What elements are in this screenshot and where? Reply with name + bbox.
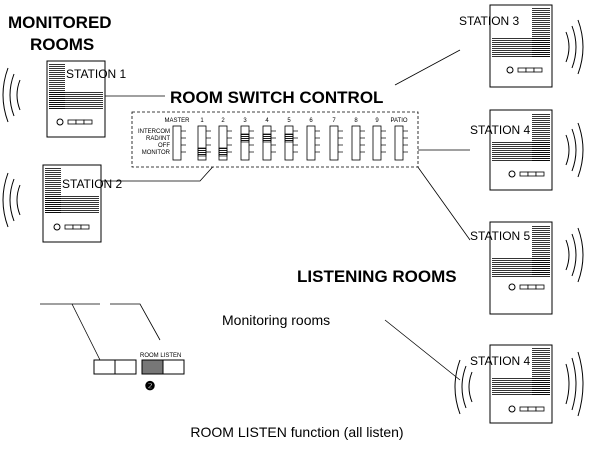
station-button[interactable] — [519, 284, 529, 290]
switch-handle[interactable] — [240, 133, 250, 143]
knob-icon — [508, 283, 516, 291]
room-switch-slider[interactable] — [351, 125, 361, 161]
room-switch-slider[interactable] — [240, 125, 250, 161]
switch-column-label: PATIO — [390, 118, 407, 124]
station-button[interactable] — [519, 406, 529, 412]
station-button[interactable] — [67, 119, 77, 125]
station-4-lower: STATION 4 — [454, 344, 584, 424]
station-button[interactable] — [72, 224, 82, 230]
sound-waves-icon — [2, 67, 21, 123]
button-blank-left-2[interactable] — [114, 359, 137, 375]
switch-column-label: 4 — [265, 118, 269, 124]
station-3: STATION 3 — [459, 4, 584, 88]
switch-column-label: 5 — [287, 118, 291, 124]
room-switch-slider[interactable] — [284, 125, 294, 161]
switch-handle[interactable] — [284, 133, 294, 143]
station-button[interactable] — [525, 67, 535, 73]
switch-handle[interactable] — [218, 147, 228, 157]
room-switch-slider[interactable] — [262, 125, 272, 161]
switch-column-label: 8 — [354, 118, 358, 124]
station-button[interactable] — [64, 224, 74, 230]
sound-waves-icon — [454, 351, 584, 417]
button-blank-right[interactable] — [162, 359, 185, 375]
station-button[interactable] — [535, 284, 545, 290]
switch-column-label: 7 — [332, 118, 336, 124]
station-label: STATION 5 — [470, 229, 531, 243]
room-listen-button-panel: ROOM LISTEN ❷ — [93, 353, 185, 393]
station-label: STATION 3 — [459, 14, 520, 28]
station-button[interactable] — [83, 119, 93, 125]
room-switch-control-heading: ROOM SWITCH CONTROL — [170, 88, 383, 107]
station-label: STATION 4 — [470, 123, 531, 137]
switch-column-label: 1 — [200, 118, 204, 124]
sound-waves-icon — [565, 122, 584, 178]
switch-column-label: 3 — [243, 118, 247, 124]
switch-handle[interactable] — [262, 133, 272, 143]
station-button[interactable] — [80, 224, 90, 230]
station-button[interactable] — [527, 406, 537, 412]
room-switch-slider[interactable] — [372, 125, 382, 161]
sound-waves-icon — [565, 227, 584, 283]
room-switch-control-panel: MASTER 1 2 3 4 5 6 7 8 9 PATIO INTERCOMRAD/INTOFFM… — [131, 111, 419, 168]
switch-column-label: MASTER — [164, 118, 190, 124]
station-button[interactable] — [535, 406, 545, 412]
station-button[interactable] — [517, 67, 527, 73]
room-switch-slider[interactable] — [197, 125, 207, 161]
diagram-caption: ROOM LISTEN function (all listen) — [190, 424, 403, 440]
switch-column-label: 2 — [221, 118, 225, 124]
knob-icon — [508, 405, 516, 413]
knob-icon — [56, 118, 64, 126]
station-button[interactable] — [527, 171, 537, 177]
station-button[interactable] — [519, 171, 529, 177]
room-switch-slider[interactable] — [329, 125, 339, 161]
station-label: STATION 2 — [62, 177, 123, 191]
room-switch-slider[interactable] — [172, 125, 182, 161]
monitoring-rooms-label: Monitoring rooms — [222, 312, 330, 328]
switch-column-label: 6 — [309, 118, 313, 124]
station-button[interactable] — [533, 67, 543, 73]
sound-waves-icon — [565, 19, 584, 75]
switch-position-label: RAD/INT — [146, 136, 170, 142]
room-listen-button[interactable] — [141, 359, 164, 375]
knob-icon — [53, 223, 61, 231]
room-switch-slider[interactable] — [306, 125, 316, 161]
station-button[interactable] — [75, 119, 85, 125]
knob-icon — [508, 170, 516, 178]
knob-icon — [506, 66, 514, 74]
station-4-upper: STATION 4 — [470, 109, 584, 191]
station-1: STATION 1 — [2, 60, 127, 138]
switch-position-label: INTERCOM — [138, 129, 170, 135]
sound-waves-icon — [2, 172, 21, 228]
button-number-2-icon: ❷ — [145, 379, 156, 393]
room-listen-button-label: ROOM LISTEN — [140, 353, 181, 359]
station-button[interactable] — [535, 171, 545, 177]
switch-column-label: 9 — [375, 118, 379, 124]
station-label: STATION 4 — [470, 354, 531, 368]
room-switch-slider[interactable] — [218, 125, 228, 161]
button-blank-left[interactable] — [93, 359, 116, 375]
station-button[interactable] — [527, 284, 537, 290]
switch-position-label: OFF — [158, 143, 170, 149]
station-5: STATION 5 — [470, 221, 584, 315]
monitored-rooms-heading-line1: MONITORED — [8, 13, 112, 32]
monitored-rooms-heading-line2: ROOMS — [30, 35, 94, 54]
switch-handle[interactable] — [197, 147, 207, 157]
station-2: STATION 2 — [2, 164, 123, 243]
room-switch-slider[interactable] — [394, 125, 404, 161]
station-label: STATION 1 — [66, 67, 127, 81]
switch-position-label: MONITOR — [142, 150, 171, 156]
listening-rooms-heading: LISTENING ROOMS — [297, 267, 457, 286]
